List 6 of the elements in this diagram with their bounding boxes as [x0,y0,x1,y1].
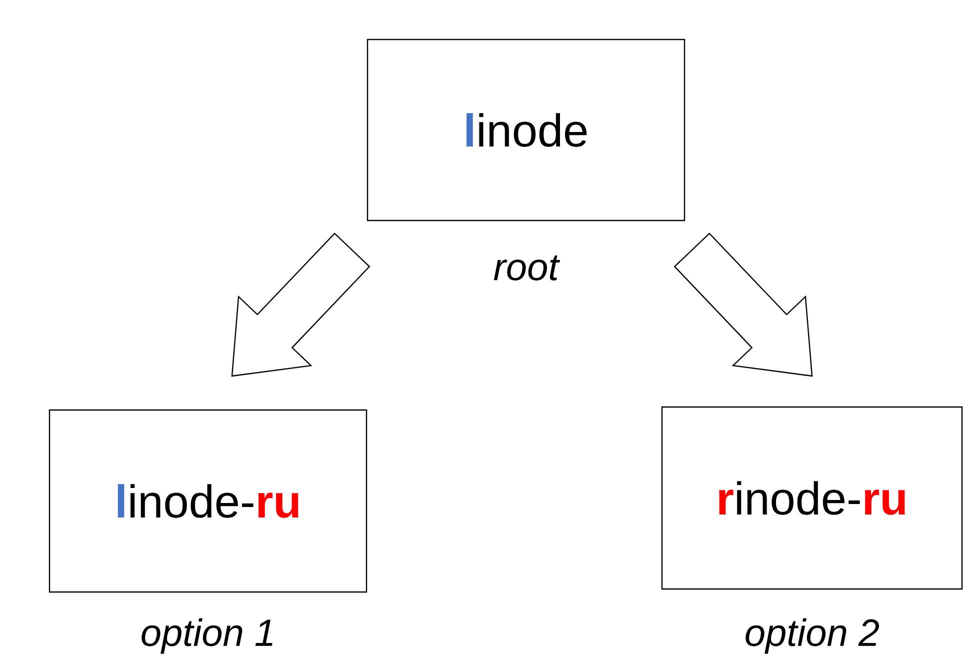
node-label: option 1 [142,618,272,654]
node-label: root [494,256,560,280]
text-box: linode [366,38,686,222]
text-box: rinode-ru [661,406,963,590]
text-box: linode-ru [48,409,368,593]
node-label: option 2 [746,618,880,654]
